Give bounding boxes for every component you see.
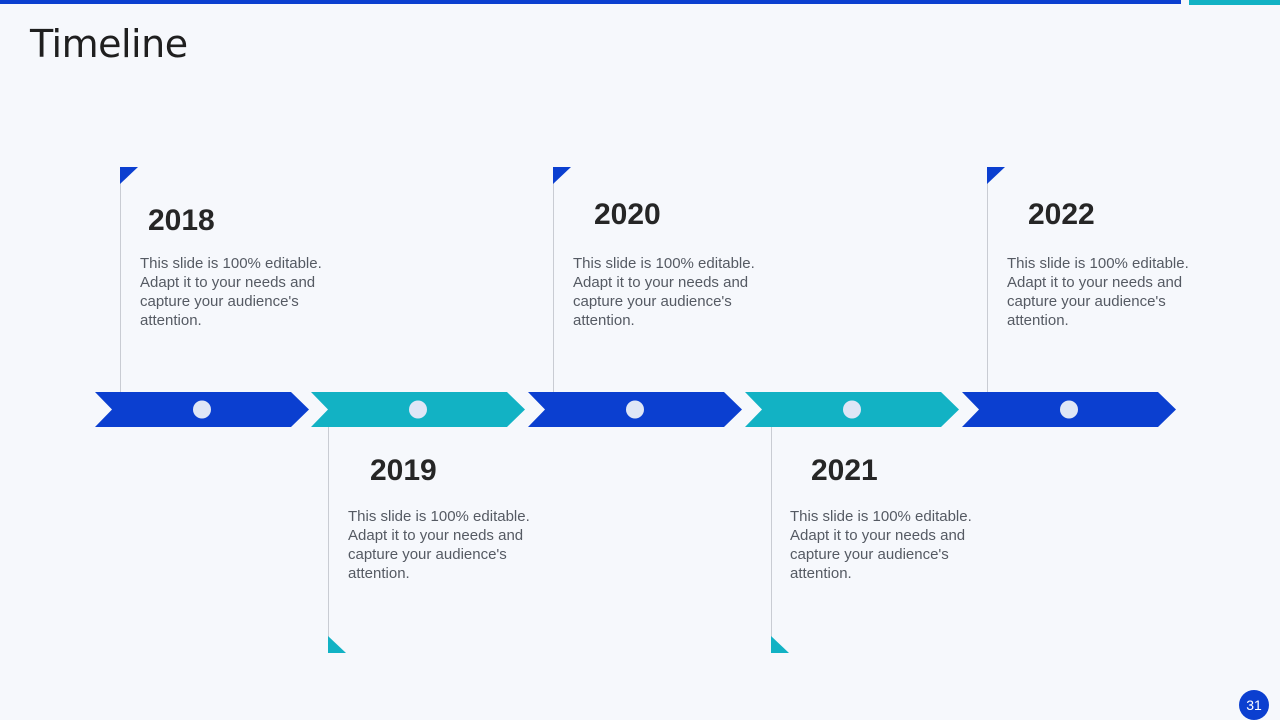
milestone-dot-2020 <box>626 400 644 419</box>
connector-line-2020 <box>553 168 554 392</box>
connector-line-2022 <box>987 168 988 392</box>
top-accent-bar-teal <box>1189 0 1280 5</box>
milestone-year-2022: 2022 <box>1028 198 1095 231</box>
connector-line-2018 <box>120 168 121 392</box>
milestone-dot-2018 <box>193 400 211 419</box>
flag-icon-2021 <box>771 636 789 653</box>
flag-icon-2018 <box>120 167 138 184</box>
milestone-text-2019: This slide is 100% editable. Adapt it to… <box>348 508 530 582</box>
milestone-year-2021: 2021 <box>811 454 878 487</box>
page-number-badge: 31 <box>1239 690 1269 720</box>
milestone-year-2018: 2018 <box>148 204 215 237</box>
top-accent-bar-blue <box>0 0 1181 4</box>
connector-line-2019 <box>328 427 329 652</box>
milestone-year-2020: 2020 <box>594 198 661 231</box>
milestone-dot-2021 <box>843 400 861 419</box>
milestone-dot-2019 <box>409 400 427 419</box>
milestone-dot-2022 <box>1060 400 1078 419</box>
flag-icon-2020 <box>553 167 571 184</box>
flag-icon-2022 <box>987 167 1005 184</box>
milestone-text-2022: This slide is 100% editable. Adapt it to… <box>1007 255 1189 329</box>
milestone-text-2018: This slide is 100% editable. Adapt it to… <box>140 255 322 329</box>
connector-line-2021 <box>771 427 772 652</box>
slide-title: Timeline <box>30 22 188 66</box>
milestone-year-2019: 2019 <box>370 454 437 487</box>
milestone-text-2020: This slide is 100% editable. Adapt it to… <box>573 255 755 329</box>
flag-icon-2019 <box>328 636 346 653</box>
milestone-text-2021: This slide is 100% editable. Adapt it to… <box>790 508 972 582</box>
